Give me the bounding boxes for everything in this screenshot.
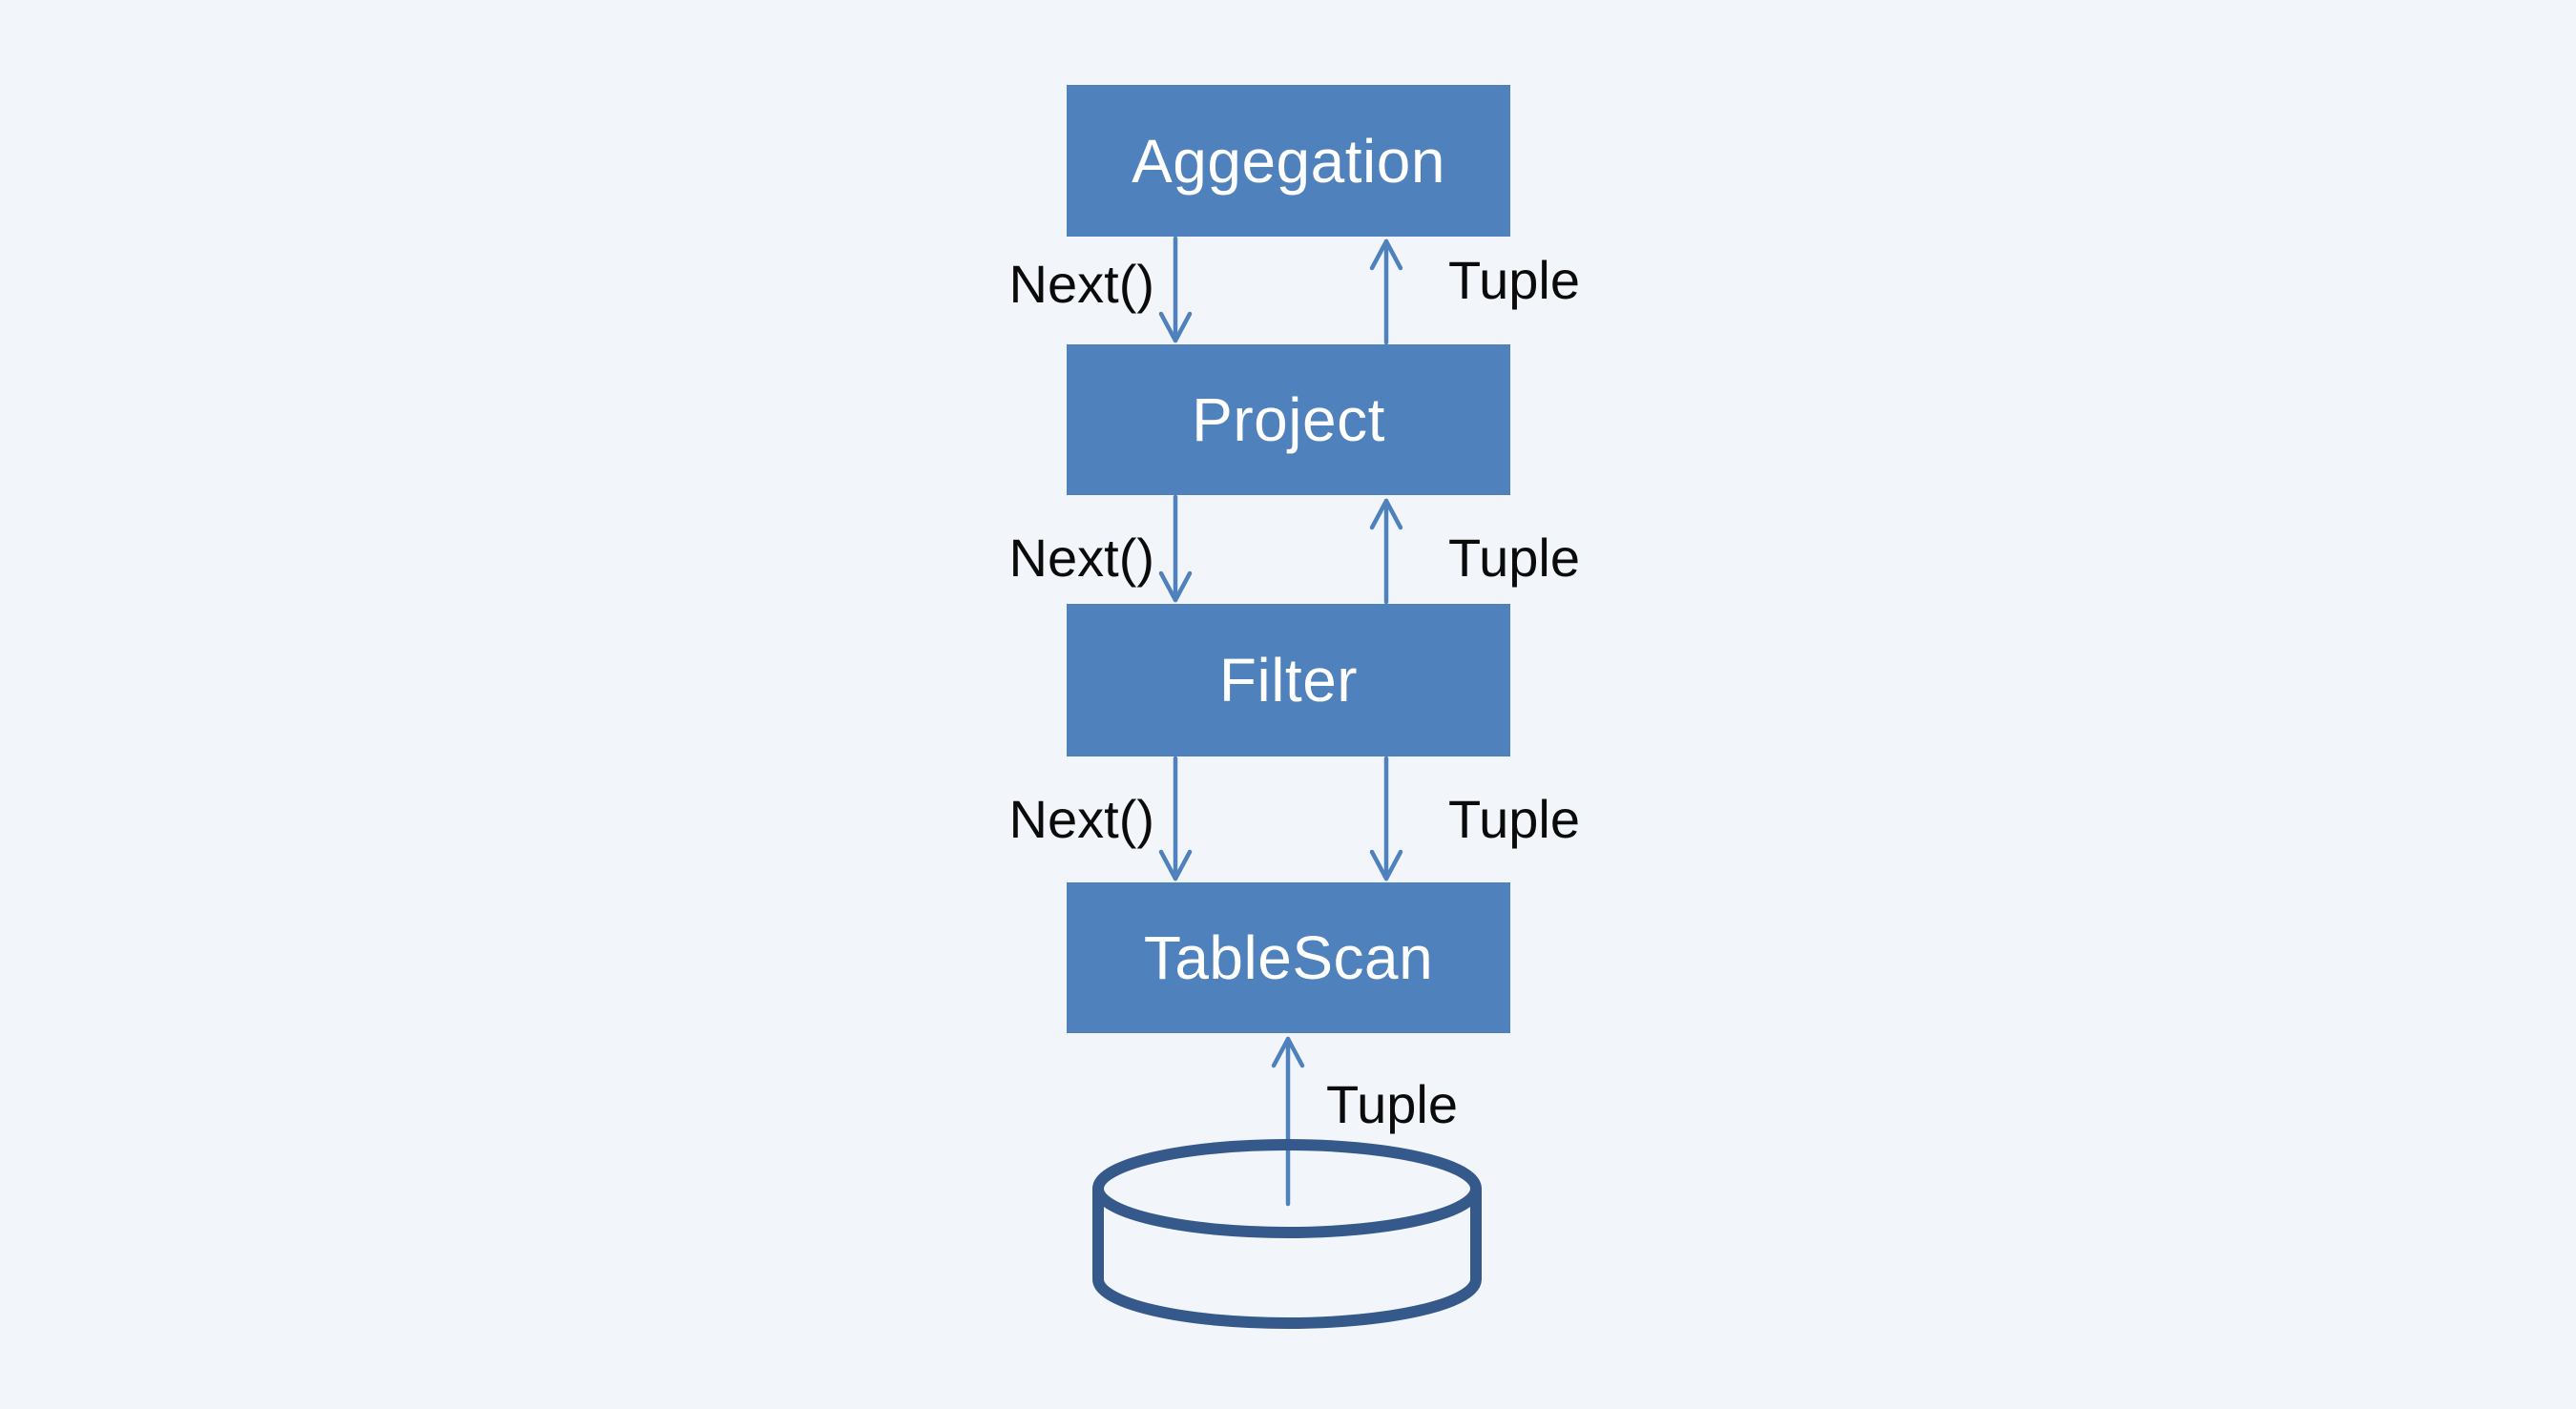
tuple-return-label-project-aggegation: Tuple bbox=[1448, 250, 1581, 310]
next-call-label-filter-tablescan: Next() bbox=[1008, 789, 1154, 849]
tuple-return-label-tablescan-filter: Tuple bbox=[1448, 789, 1581, 849]
operator-label: Project bbox=[1192, 385, 1385, 454]
operator-box-project: Project bbox=[1067, 344, 1510, 495]
next-arrow-project-filter bbox=[1158, 494, 1193, 603]
operator-box-aggegation: Aggegation bbox=[1067, 85, 1510, 237]
operator-label: Aggegation bbox=[1132, 126, 1445, 196]
next-arrow-filter-tablescan bbox=[1158, 756, 1193, 881]
next-call-label-aggegation-project: Next() bbox=[1008, 254, 1154, 314]
tuple-arrow-project-aggegation bbox=[1369, 238, 1403, 345]
tuple-arrow-storage-tablescan bbox=[1271, 1036, 1305, 1207]
operator-box-filter: Filter bbox=[1067, 604, 1510, 756]
operator-box-tablescan: TableScan bbox=[1067, 882, 1510, 1033]
tuple-return-label-filter-project: Tuple bbox=[1448, 528, 1581, 588]
tuple-arrow-filter-tablescan bbox=[1369, 756, 1403, 881]
operator-label: Filter bbox=[1218, 646, 1359, 715]
tuple-return-label-storage-tablescan: Tuple bbox=[1326, 1074, 1459, 1134]
tuple-arrow-filter-project bbox=[1369, 498, 1403, 605]
next-call-label-project-filter: Next() bbox=[1008, 528, 1154, 588]
database-cylinder-icon bbox=[1092, 1139, 1482, 1329]
next-arrow-aggegation-project bbox=[1158, 236, 1193, 343]
operator-label: TableScan bbox=[1143, 923, 1434, 992]
